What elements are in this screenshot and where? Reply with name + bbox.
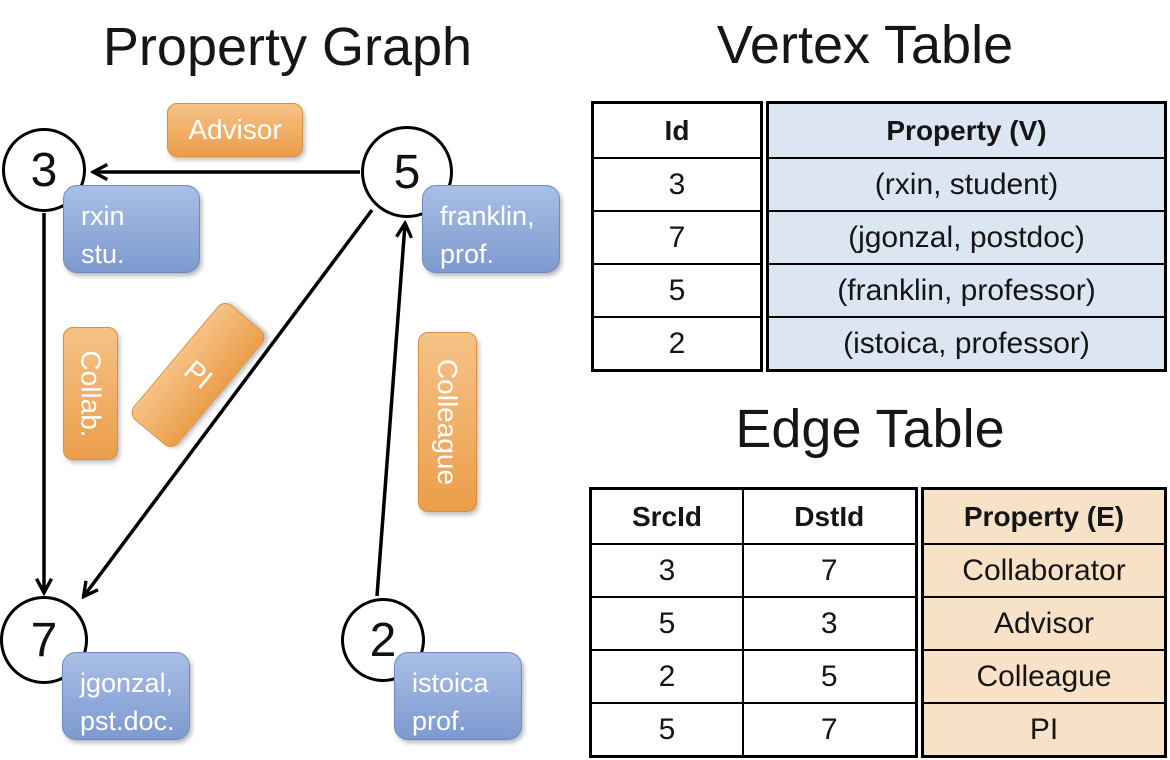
vertex-property-box-franklin: franklin, prof.: [422, 185, 560, 273]
edge-table-cell-srcid: 5: [592, 702, 742, 755]
edge-label-text: Collab.: [75, 349, 107, 438]
node-id-label: 5: [393, 145, 421, 199]
vertex-property-line: stu.: [81, 239, 125, 270]
edge-table-header-dstid: DstId: [794, 500, 865, 532]
edge-table-cell-property: Colleague: [924, 649, 1164, 702]
edge-label-text: PI: [178, 354, 219, 395]
edge-label-advisor: Advisor: [167, 103, 303, 157]
graph-node-2: 2: [341, 598, 425, 682]
vertex-property-box-istoica: istoica prof.: [394, 652, 522, 740]
vertex-table-cell-id: 7: [594, 210, 760, 263]
vertex-table-cell-property: (rxin, student): [769, 157, 1164, 210]
node-id-label: 3: [30, 143, 58, 197]
edge-table-cell-dstid: 7: [744, 543, 915, 596]
vertex-table-cell-property: (jgonzal, postdoc): [769, 210, 1164, 263]
node-id-label: 2: [369, 613, 397, 667]
edge-table-cell-property: Advisor: [924, 596, 1164, 649]
edge-2-to-5: [375, 224, 405, 597]
edge-table-property-column: Property (E) Collaborator Advisor Collea…: [921, 487, 1167, 758]
edge-table-cell-srcid: 5: [592, 596, 742, 649]
vertex-property-line: istoica: [412, 668, 489, 698]
vertex-property-line: prof.: [412, 706, 467, 737]
vertex-property-box-jgonzal: jgonzal, pst.doc.: [62, 652, 190, 740]
vertex-property-line: rxin: [81, 201, 125, 231]
edge-label-text: Advisor: [188, 114, 282, 145]
edge-label-colleague: Colleague: [418, 332, 477, 512]
vertex-property-box-rxin: rxin stu.: [63, 185, 200, 273]
property-graph-title: Property Graph: [102, 17, 473, 77]
graph-edges: [0, 0, 585, 760]
edge-label-text: Colleague: [432, 358, 464, 486]
vertex-table-cell-property: (istoica, professor): [769, 316, 1164, 369]
edge-table-id-columns: SrcId 3 5 2 5 DstId 7 3 5 7: [589, 487, 918, 758]
graph-node-5: 5: [361, 126, 453, 218]
edge-table-title: Edge Table: [735, 399, 1005, 459]
vertex-table-cell-id: 2: [594, 316, 760, 369]
edge-table-header-srcid: SrcId: [631, 500, 703, 532]
edge-table-cell-srcid: 2: [592, 649, 742, 702]
edge-table-cell-dstid: 7: [744, 702, 915, 755]
edge-table-header-property: Property (E): [963, 500, 1125, 532]
edge-table-cell-property: Collaborator: [924, 543, 1164, 596]
vertex-table-header-property: Property (V): [886, 114, 1047, 146]
edge-5-to-7: [84, 208, 374, 596]
edge-table-cell-dstid: 5: [744, 649, 915, 702]
vertex-property-line: pst.doc.: [80, 706, 175, 737]
vertex-table-id-column: Id 3 7 5 2: [591, 101, 763, 372]
vertex-property-line: prof.: [440, 239, 495, 270]
edge-table-cell-srcid: 3: [592, 543, 742, 596]
vertex-table-header-id: Id: [664, 114, 690, 146]
vertex-table-cell-id: 5: [594, 263, 760, 316]
edge-table-cell-property: PI: [924, 702, 1164, 755]
edge-table-cell-dstid: 3: [744, 596, 915, 649]
edge-label-collab: Collab.: [63, 327, 118, 460]
vertex-table-title: Vertex Table: [716, 15, 1014, 75]
vertex-property-line: franklin,: [440, 201, 535, 231]
vertex-table-cell-property: (franklin, professor): [769, 263, 1164, 316]
vertex-table-property-column: Property (V) (rxin, student) (jgonzal, p…: [766, 101, 1167, 372]
vertex-property-line: jgonzal,: [80, 668, 174, 698]
node-id-label: 7: [30, 613, 58, 667]
vertex-table-cell-id: 3: [594, 157, 760, 210]
